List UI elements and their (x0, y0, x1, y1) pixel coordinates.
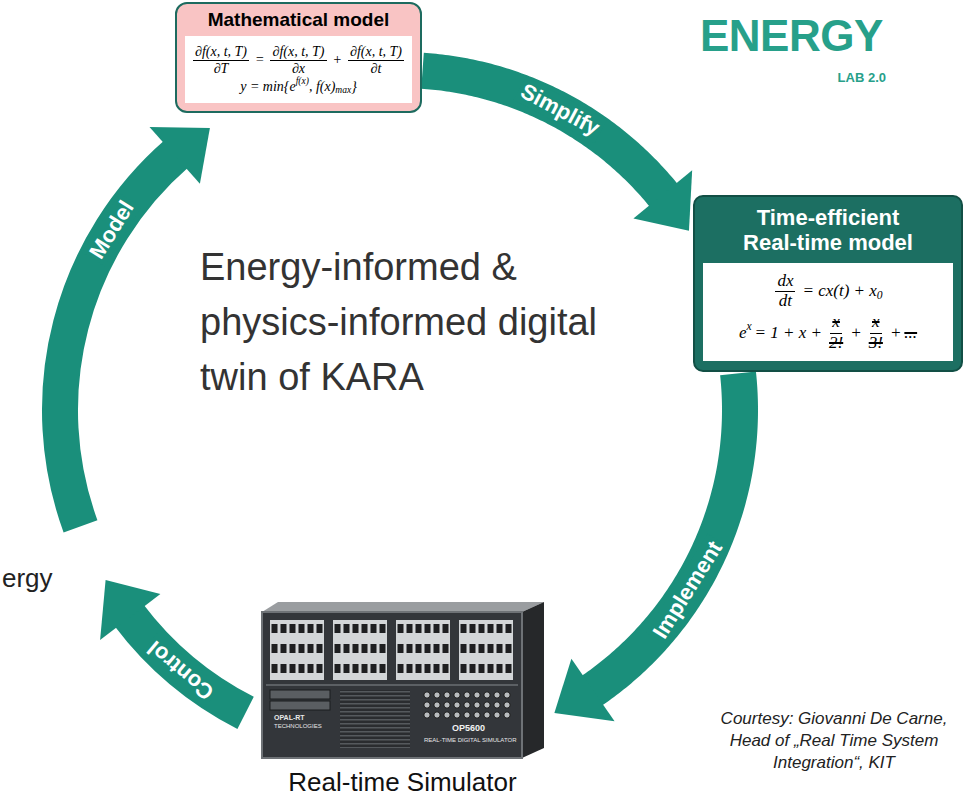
math-term: dt (777, 292, 794, 311)
logo-text: ENERGY (700, 14, 883, 58)
equation-area: ∂f(x, t, T)∂T=∂f(x, t, T)∂x+∂f(x, t, T)∂… (185, 36, 412, 103)
equation-row: dxdt = cx(t) + x0 (709, 272, 947, 311)
fraction: ∂f(x, t, T)∂T (193, 44, 249, 77)
model-box: Time-efficient Real-time model dxdt = cx(t… (693, 195, 963, 372)
logo-subtext: LAB 2.0 (800, 70, 886, 85)
simulator-photo (262, 602, 544, 758)
math-term: 3! (867, 334, 885, 353)
arrow-head (633, 170, 692, 231)
drive-bay (270, 690, 330, 699)
front-panel (262, 612, 522, 758)
vent-grille (340, 690, 410, 748)
device-model: OP5600 (452, 724, 485, 733)
math-term: ... (904, 323, 917, 343)
math-term: ∂x (290, 61, 307, 76)
cycle-label: Control (141, 633, 222, 707)
math-term: = cx(t) + x (802, 281, 876, 301)
box-heading: Time-efficient Real-time model (733, 205, 923, 256)
math-term: f(x) (296, 76, 309, 86)
chassis-side (522, 602, 544, 758)
equation-row: ex= 1 + x +x2!+x3!+... (709, 313, 947, 352)
math-term: x (746, 320, 751, 333)
math-term: max (335, 85, 351, 95)
math-term: + (333, 52, 342, 68)
math-term: + (850, 323, 861, 343)
connector-bank (422, 690, 512, 720)
credit-note: Courtesy: Giovanni De Carne, Head of „Re… (698, 708, 970, 774)
cycle-arrow (423, 71, 693, 231)
math-term: dx (775, 272, 795, 293)
math-term: x (870, 313, 882, 334)
math-term: ∂f(x, t, T) (193, 44, 249, 61)
arrow-head (100, 580, 160, 640)
fraction: x2! (827, 313, 845, 352)
fraction: ∂f(x, t, T)∂t (348, 44, 404, 77)
math-term: e (739, 323, 747, 343)
math-term: = (255, 52, 264, 68)
cycle-label: Model (82, 193, 141, 266)
device-caption: Real-time Simulator (255, 767, 550, 798)
equation-row: ∂f(x, t, T)∂T=∂f(x, t, T)∂x+∂f(x, t, T)∂… (191, 44, 406, 77)
port-bank (333, 620, 387, 680)
arrow-head (554, 659, 614, 722)
device-description: REAL-TIME DIGITAL SIMULATOR (424, 737, 516, 743)
box-title: Mathematical model (208, 9, 390, 30)
equation-row: y = min{ef(x), f(x)max} (191, 79, 406, 95)
math-term: ∂T (212, 61, 231, 76)
simulator-node: Real-time Simulator (255, 600, 550, 800)
math-term: 2! (827, 334, 845, 353)
fraction: dxdt (775, 272, 795, 311)
cycle-label: Implement (646, 534, 730, 646)
math-term: ∂t (369, 61, 384, 76)
math-term: y = min{e (240, 79, 295, 95)
port-bank (270, 620, 324, 680)
drive-bay (270, 701, 330, 710)
arrow-head (150, 127, 210, 184)
math-term: + (890, 323, 901, 343)
math-term: } (351, 79, 357, 95)
math-term: 0 (877, 289, 883, 302)
fraction: x3! (867, 313, 885, 352)
math-term: ∂f(x, t, T) (270, 44, 326, 61)
math-term: ∂f(x, t, T) (348, 44, 404, 61)
equation-area: dxdt= cx(t) + x0ex= 1 + x +x2!+x3!+... (703, 263, 953, 362)
cycle-arrow (554, 373, 740, 721)
box-title: Time-efficient Real-time model (743, 205, 913, 255)
device-brand: TECHNOLOGIES (274, 723, 322, 729)
math-term: x (830, 313, 842, 334)
port-bank (396, 620, 450, 680)
fraction: ∂f(x, t, T)∂x (270, 44, 326, 77)
math-term: , f(x) (309, 79, 335, 95)
cropped-text: ergy (2, 563, 53, 594)
cycle-arrow (60, 127, 246, 713)
panel-divider (266, 684, 518, 686)
cycle-band (129, 615, 246, 713)
math-term: = 1 + x + (755, 323, 822, 343)
chassis-top (262, 602, 544, 612)
cycle-band (60, 153, 177, 526)
port-bank (459, 620, 513, 680)
device-brand: OPAL-RT (274, 714, 305, 721)
cycle-band (423, 71, 665, 197)
box-heading: Mathematical model (185, 9, 412, 32)
diagram-heading: Energy-informed & physics-informed digit… (200, 240, 620, 405)
cycle-label: Simplify (513, 77, 606, 143)
cycle-band (591, 373, 740, 691)
model-box: Mathematical model∂f(x, t, T)∂T=∂f(x, t,… (175, 2, 422, 113)
